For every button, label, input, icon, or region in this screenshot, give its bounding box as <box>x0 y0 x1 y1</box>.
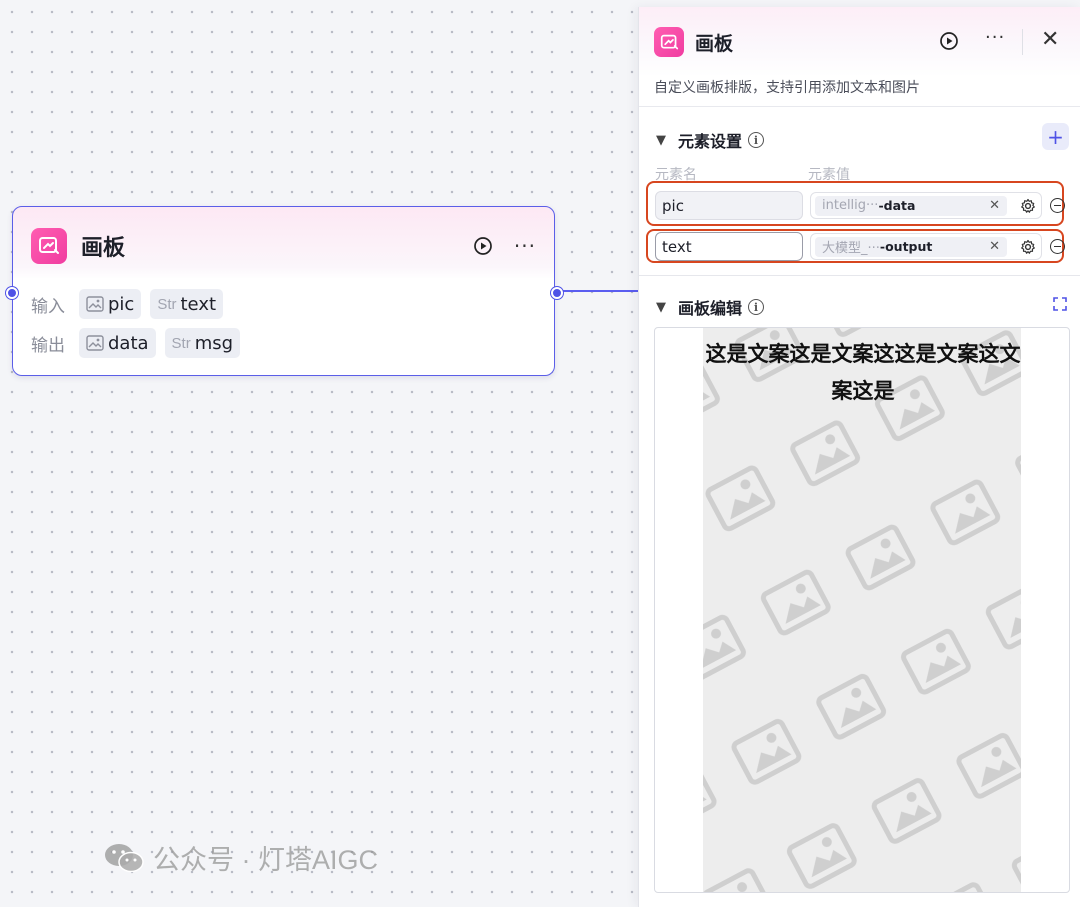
editor-section-title: 画板编辑 <box>678 299 743 318</box>
node-inputs-row: 输入 pic Str text <box>31 289 232 319</box>
info-icon[interactable]: i <box>748 132 765 148</box>
elements-section-header[interactable]: ▼ 元素设置 i <box>656 128 765 152</box>
output-name: data <box>108 332 149 354</box>
clear-icon[interactable]: ✕ <box>989 198 1000 213</box>
info-icon[interactable]: i <box>748 299 765 315</box>
str-type-label: Str <box>171 334 191 352</box>
run-icon[interactable] <box>939 31 959 55</box>
panel-title: 画板 <box>695 33 734 55</box>
reference-source: intellig··· <box>822 198 879 213</box>
output-tag-data[interactable]: data <box>79 328 156 358</box>
gear-icon[interactable] <box>1020 198 1036 214</box>
chevron-down-icon[interactable]: ▼ <box>656 132 666 148</box>
column-header-name: 元素名 <box>655 167 697 183</box>
close-icon[interactable]: ✕ <box>1041 27 1060 52</box>
reference-chip[interactable]: intellig··· -data ✕ <box>815 195 1007 216</box>
panel-header: 画板 ··· ✕ 自定义画板排版，支持引用添加文本和图片 <box>639 7 1080 107</box>
output-port[interactable] <box>551 287 563 299</box>
element-name-input[interactable]: pic <box>655 191 803 220</box>
canvas-editor[interactable]: 这是文案这是文案这这是文案这文案这是 <box>654 327 1070 893</box>
header-divider <box>1022 29 1023 55</box>
reference-source: 大模型_··· <box>822 241 880 256</box>
reference-field: -data <box>878 198 916 213</box>
input-name: pic <box>108 293 135 315</box>
gear-icon[interactable] <box>1020 239 1036 255</box>
remove-element-icon[interactable] <box>1050 198 1065 213</box>
input-port[interactable] <box>6 287 18 299</box>
image-icon <box>86 335 104 351</box>
image-icon <box>86 296 104 312</box>
node-settings-panel: 画板 ··· ✕ 自定义画板排版，支持引用添加文本和图片 ▼ 元素设置 i + … <box>638 7 1080 907</box>
reference-field: -output <box>879 239 933 254</box>
reference-chip[interactable]: 大模型_··· -output ✕ <box>815 236 1007 257</box>
node-outputs-row: 输出 data Str msg <box>31 328 249 358</box>
elements-section-title: 元素设置 <box>678 132 743 151</box>
image-placeholder[interactable] <box>703 328 1021 892</box>
element-row-pic: pic intellig··· -data ✕ <box>646 181 1065 226</box>
element-name-input[interactable]: text <box>655 232 803 261</box>
wechat-icon <box>105 843 144 872</box>
section-divider <box>639 275 1080 276</box>
remove-element-icon[interactable] <box>1050 239 1065 254</box>
element-value-select[interactable]: 大模型_··· -output ✕ <box>810 233 1042 260</box>
watermark-text: 公众号 · 灯塔AIGC <box>153 845 379 875</box>
chevron-down-icon[interactable]: ▼ <box>656 299 666 315</box>
input-tag-text[interactable]: Str text <box>150 289 224 319</box>
more-icon[interactable]: ··· <box>513 234 536 258</box>
panel-description: 自定义画板排版，支持引用添加文本和图片 <box>654 80 920 96</box>
more-icon[interactable]: ··· <box>985 27 1006 48</box>
add-element-button[interactable]: + <box>1042 123 1069 150</box>
element-row-text: text 大模型_··· -output ✕ <box>646 229 1065 263</box>
run-icon[interactable] <box>472 235 494 257</box>
input-label: 输入 <box>31 296 65 317</box>
output-label: 输出 <box>31 335 65 356</box>
output-tag-msg[interactable]: Str msg <box>164 328 241 358</box>
editor-section-header[interactable]: ▼ 画板编辑 i <box>656 295 765 319</box>
connection-edge <box>560 290 640 292</box>
canvas-node[interactable]: 画板 ··· 输入 pic Str text 输出 data Str msg <box>12 206 555 376</box>
output-name: msg <box>194 332 234 354</box>
expand-icon[interactable] <box>1053 297 1067 311</box>
element-value-select[interactable]: intellig··· -data ✕ <box>810 192 1042 219</box>
watermark: 公众号 · 灯塔AIGC <box>103 838 378 877</box>
clear-icon[interactable]: ✕ <box>989 239 1000 254</box>
input-tag-pic[interactable]: pic <box>79 289 142 319</box>
column-header-value: 元素值 <box>808 167 850 183</box>
canvas-app-icon <box>31 228 67 264</box>
node-title: 画板 <box>81 236 126 261</box>
input-name: text <box>180 293 217 315</box>
canvas-app-icon <box>654 27 684 57</box>
canvas-text-element[interactable]: 这是文案这是文案这这是文案这文案这是 <box>705 342 1021 403</box>
str-type-label: Str <box>157 295 177 313</box>
image-placeholder-icon <box>703 328 1021 892</box>
